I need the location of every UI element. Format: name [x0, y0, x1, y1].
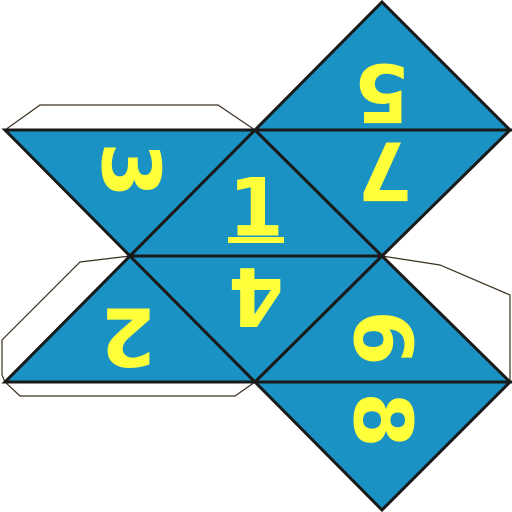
face-3-number: 3 — [84, 142, 177, 198]
glue-tab-bottom — [3, 381, 257, 397]
face-1-underline — [228, 237, 284, 243]
glue-tab-top-left — [3, 104, 257, 131]
face-6-number: 6 — [336, 310, 429, 366]
face-7-triangle — [251, 128, 512, 259]
face-2-number: 2 — [100, 290, 156, 383]
face-7-number: 7 — [357, 124, 413, 217]
face-8-number: 8 — [336, 392, 429, 448]
face-5-number: 5 — [354, 46, 410, 139]
face-8-triangle — [251, 380, 512, 512]
face-4-number: 4 — [228, 250, 284, 343]
